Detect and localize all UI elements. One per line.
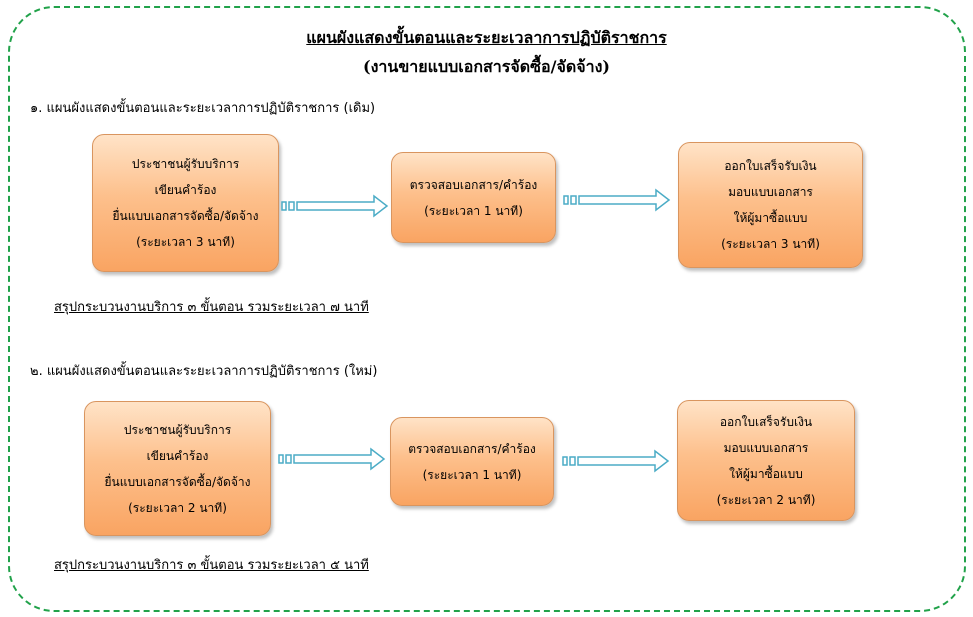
step-line: เขียนคำร้อง [154,183,217,197]
step-line: (ระยะเวลา 2 นาที) [128,500,227,515]
step-line: (ระยะเวลา 3 นาที) [136,235,235,249]
block-arrow-icon [281,194,389,218]
step-line: ตรวจสอบเอกสาร/คำร้อง [409,177,538,192]
page-title: แผนผังแสดงขั้นตอนและระยะเวลาการปฏิบัติรา… [306,28,667,47]
step-line: ให้ผู้มาซื้อแบบ [733,211,808,225]
step-line: (ระยะเวลา 3 นาที) [721,237,820,251]
section-1-step-1-box: ประชาชนผู้รับบริการ เขียนคำร้อง ยื่นแบบเ… [92,134,279,272]
step-line: เขียนคำร้อง [146,448,209,463]
page-subtitle: (งานขายแบบเอกสารจัดซื้อ/จัดจ้าง) [363,57,610,76]
section-2-heading: ๒. แผนผังแสดงขั้นตอนและระยะเวลาการปฏิบัต… [30,364,378,379]
section-2-step-3-box: ออกใบเสร็จรับเงิน มอบแบบเอกสาร ให้ผู้มาซ… [677,400,855,521]
step-line: (ระยะเวลา 1 นาที) [422,467,522,482]
block-arrow-icon [278,447,386,471]
section-1-step-3-box: ออกใบเสร็จรับเงิน มอบแบบเอกสาร ให้ผู้มาซ… [678,142,863,268]
block-arrow-icon [562,449,670,473]
step-line: มอบแบบเอกสาร [723,440,809,455]
section-1-step-2-box: ตรวจสอบเอกสาร/คำร้อง (ระยะเวลา 1 นาที) [391,152,556,243]
step-line: มอบแบบเอกสาร [728,185,813,199]
section-2-step-1-box: ประชาชนผู้รับบริการ เขียนคำร้อง ยื่นแบบเ… [84,401,271,536]
step-line: ให้ผู้มาซื้อแบบ [729,466,803,481]
section-2-summary: สรุปกระบวนงานบริการ ๓ ขั้นตอน รวมระยะเวล… [54,558,369,573]
section-2-step-2-box: ตรวจสอบเอกสาร/คำร้อง (ระยะเวลา 1 นาที) [390,417,554,506]
step-line: (ระยะเวลา 2 นาที) [716,492,816,507]
step-line: ประชาชนผู้รับบริการ [123,422,232,437]
step-line: ประชาชนผู้รับบริการ [131,157,240,171]
section-1-summary: สรุปกระบวนงานบริการ ๓ ขั้นตอน รวมระยะเวล… [54,300,369,315]
section-1-heading: ๑. แผนผังแสดงขั้นตอนและระยะเวลาการปฏิบัต… [30,101,376,116]
step-line: (ระยะเวลา 1 นาที) [424,203,523,218]
dashed-frame [8,6,966,612]
step-line: ตรวจสอบเอกสาร/คำร้อง [408,441,536,456]
block-arrow-icon [563,188,671,212]
step-line: ยื่นแบบเอกสารจัดซื้อ/จัดจ้าง [112,209,259,223]
step-line: ออกใบเสร็จรับเงิน [719,414,813,429]
step-line: ยื่นแบบเอกสารจัดซื้อ/จัดจ้าง [104,474,251,489]
step-line: ออกใบเสร็จรับเงิน [724,159,817,173]
